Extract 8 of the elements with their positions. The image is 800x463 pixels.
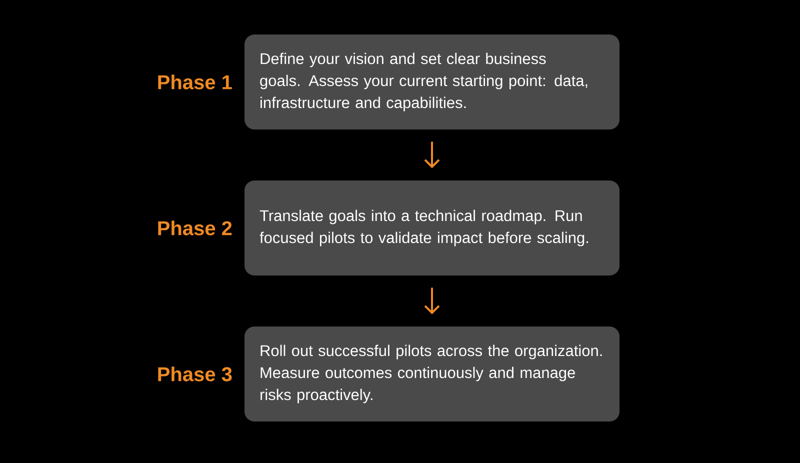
process-box: Translate goals into a technical roadmap. Run focused pilots to validate impact before scaling.	[244, 180, 620, 276]
arrow	[424, 288, 440, 314]
process-box: Define your vision and set clear business goals. Assess your current starting point: data, infrastructure and capabilities.	[244, 34, 620, 130]
phase-label: Phase 3	[158, 366, 232, 382]
phase-label: Phase 2	[158, 220, 232, 236]
phase-label: Phase 1	[158, 74, 232, 90]
process-box: Roll out successful pilots across the organization. Measure outcomes continuously and manage risks proactively.	[244, 326, 620, 422]
arrow	[424, 142, 440, 168]
